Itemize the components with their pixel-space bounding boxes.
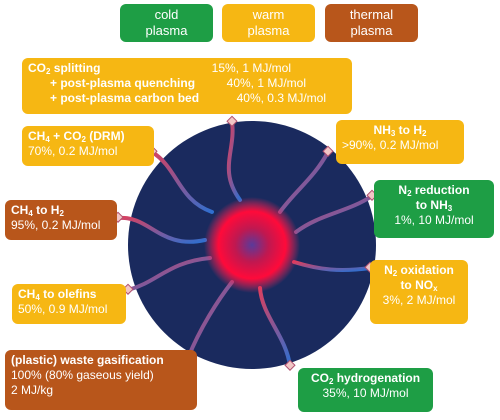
ch4-h2-title: CH4 to H2 — [11, 203, 64, 218]
n2-reduction-title: N2 reduction — [398, 183, 470, 198]
co2-quenching-value: 40%, 1 MJ/mol — [226, 76, 306, 90]
connector-arms — [116, 120, 374, 368]
box-n2-oxidation: N2 oxidation to NOx 3%, 2 MJ/mol — [370, 260, 468, 324]
box-ch4-olefins: CH4 to olefins 50%, 0.9 MJ/mol — [12, 284, 126, 324]
ch4-olefins-value: 50%, 0.9 MJ/mol — [18, 302, 108, 316]
n2-oxidation-title: N2 oxidation — [384, 263, 454, 278]
arm-co2-splitting — [226, 120, 242, 202]
n2-reduction-value: 1%, 10 MJ/mol — [394, 213, 474, 227]
co2-carbon-bed-value: 40%, 0.3 MJ/mol — [236, 91, 326, 105]
gasification-value-1: 100% (80% gaseous yield) — [11, 368, 154, 382]
co2-hydrogenation-value: 35%, 10 MJ/mol — [322, 386, 409, 400]
ch4-olefins-title: CH4 to olefins — [18, 287, 97, 302]
legend-warm-label: warm plasma — [247, 7, 290, 38]
box-co2-splitting: CO2 splitting 15%, 1 MJ/mol + post-plasm… — [22, 58, 352, 114]
n2-oxidation-target: to NOx — [400, 278, 438, 293]
nh3-h2-title: NH3 to H2 — [373, 123, 427, 138]
n2-oxidation-value: 3%, 2 MJ/mol — [382, 293, 456, 307]
arm-nh3-h2 — [278, 150, 330, 214]
arm-endpoints — [112, 115, 378, 371]
gasification-title: (plastic) waste gasification — [11, 353, 164, 367]
ch4-h2-value: 95%, 0.2 MJ/mol — [11, 218, 101, 232]
arm-drm — [150, 150, 214, 214]
arm-n2-reduction — [294, 194, 374, 234]
arm-co2-hydrogenation — [258, 286, 292, 368]
arm-n2-oxidation — [292, 260, 372, 272]
gasification-value-2: 2 MJ/kg — [11, 383, 54, 397]
legend-warm-plasma: warm plasma — [222, 4, 315, 42]
box-nh3-h2: NH3 to H2 >90%, 0.2 MJ/mol — [336, 120, 464, 164]
co2-carbon-bed-title: + post-plasma carbon bed — [50, 91, 200, 105]
legend-thermal-label: thermal plasma — [349, 7, 394, 38]
arm-gasification — [186, 280, 234, 360]
legend-cold-label: cold plasma — [145, 7, 188, 38]
drm-value: 70%, 0.2 MJ/mol — [28, 144, 118, 158]
co2-hydrogenation-title: CO2 hydrogenation — [310, 371, 421, 386]
plasma-core — [204, 197, 300, 293]
arm-ch4-h2 — [116, 215, 207, 244]
drm-title: CH4 + CO2 (DRM) — [28, 129, 125, 144]
co2-splitting-title: CO2 splitting — [28, 61, 101, 76]
n2-reduction-target: to NH3 — [415, 198, 453, 213]
arm-ch4-olefins — [126, 256, 212, 292]
co2-splitting-value: 15%, 1 MJ/mol — [211, 61, 291, 75]
box-gasification: (plastic) waste gasification 100% (80% g… — [5, 350, 197, 410]
legend-thermal-plasma: thermal plasma — [325, 4, 418, 42]
co2-quenching-title: + post-plasma quenching — [50, 76, 196, 90]
box-drm: CH4 + CO2 (DRM) 70%, 0.2 MJ/mol — [22, 126, 154, 166]
box-co2-hydrogenation: CO2 hydrogenation 35%, 10 MJ/mol — [298, 368, 433, 412]
legend-cold-plasma: cold plasma — [120, 4, 213, 42]
box-n2-reduction: N2 reduction to NH3 1%, 10 MJ/mol — [374, 180, 494, 238]
box-ch4-h2: CH4 to H2 95%, 0.2 MJ/mol — [5, 200, 117, 240]
nh3-h2-value: >90%, 0.2 MJ/mol — [342, 138, 439, 152]
